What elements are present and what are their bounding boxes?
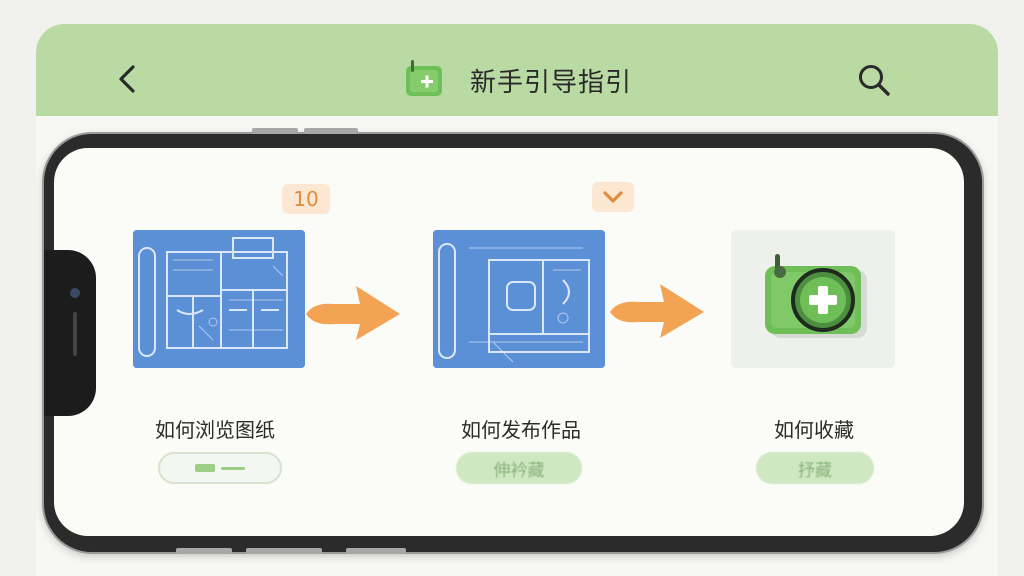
page-header: 新手引导指引 xyxy=(402,58,632,102)
step-badge xyxy=(592,182,634,212)
camera-dot xyxy=(70,288,80,298)
progress-bars-icon xyxy=(195,464,245,472)
phone-side-button xyxy=(346,548,406,554)
chevron-left-icon xyxy=(119,65,135,93)
phone-notch xyxy=(44,250,96,416)
step-button[interactable]: 伸衿藏 xyxy=(456,452,582,484)
step-label: 如何发布作品 xyxy=(461,418,581,442)
sketchbook-plus-icon xyxy=(402,58,446,102)
arrow-right-icon xyxy=(610,284,704,338)
floor-plan-image xyxy=(433,230,605,368)
top-bar: 新手引导指引 xyxy=(36,24,998,116)
arrow-right-icon xyxy=(306,286,400,340)
phone-side-button xyxy=(176,548,232,554)
step-badge: 10 xyxy=(282,184,330,214)
chevron-down-icon xyxy=(603,191,623,203)
favorite-card[interactable] xyxy=(731,230,895,368)
blueprint-thumbnail[interactable] xyxy=(133,230,305,368)
floor-plan-image xyxy=(133,230,305,368)
step-button[interactable]: 抒藏 xyxy=(756,452,874,484)
blueprint-thumbnail[interactable] xyxy=(433,230,605,368)
phone-volume-button xyxy=(252,128,298,134)
page-title: 新手引导指引 xyxy=(470,67,633,98)
phone-volume-button xyxy=(304,128,358,134)
step-button[interactable] xyxy=(158,452,282,484)
step-label: 如何浏览图纸 xyxy=(155,418,275,442)
search-icon xyxy=(859,65,890,96)
phone-side-button xyxy=(246,548,322,554)
back-button[interactable] xyxy=(112,62,142,96)
favorite-plus-icon xyxy=(765,254,867,338)
speaker-slot xyxy=(73,312,77,356)
step-label: 如何收藏 xyxy=(774,418,854,442)
search-button[interactable] xyxy=(856,62,892,98)
